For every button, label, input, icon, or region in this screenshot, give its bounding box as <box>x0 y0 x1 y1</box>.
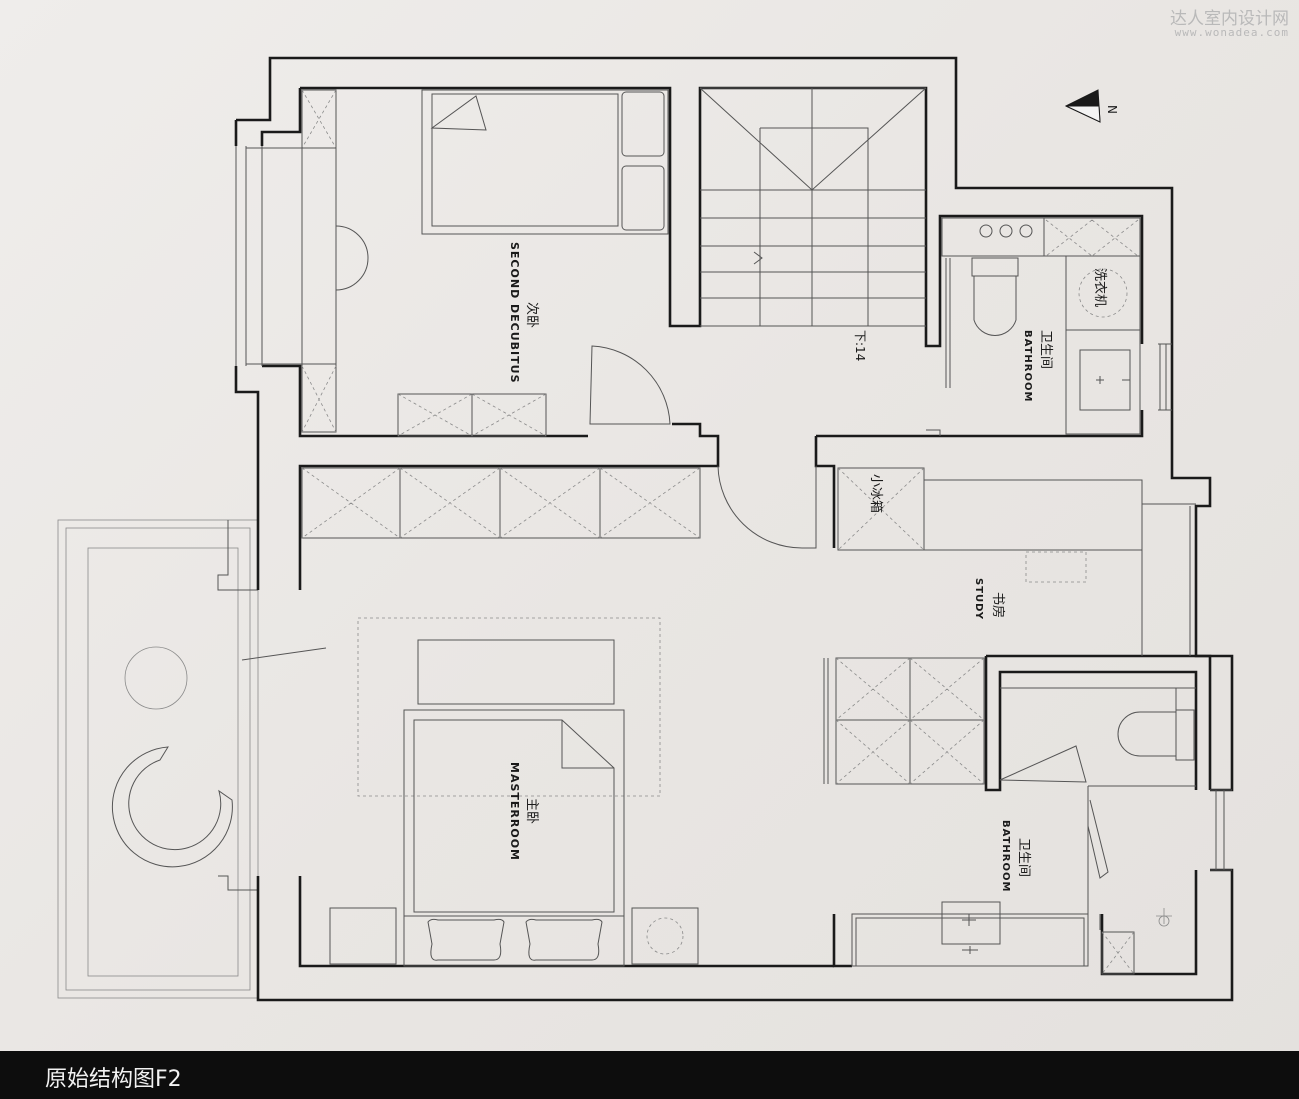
rug <box>357 617 661 797</box>
master-wardrobe <box>301 467 701 539</box>
second-bedroom-label-cn: 次卧 <box>524 302 540 328</box>
second-bedroom-label-en: SECOND DECUBITUS <box>508 242 521 384</box>
pillow <box>525 918 603 961</box>
top-toilet-tank <box>971 257 1019 277</box>
balcony <box>57 519 327 999</box>
watermark-cn: 达人室内设计网 <box>1170 9 1289 29</box>
master-bedroom-label-en: MASTERROOM <box>508 762 521 861</box>
footer-title: 原始结构图F2 <box>45 1067 182 1092</box>
stove <box>941 217 1045 257</box>
master-bedroom-furniture <box>301 467 701 967</box>
mini-fridge-label: 小冰箱 <box>868 474 884 513</box>
vanity <box>851 913 1089 967</box>
nightstand <box>329 907 397 965</box>
compass-label: N <box>1105 105 1119 114</box>
bottom-sink <box>941 901 1001 945</box>
mini-fridge-box <box>837 467 925 551</box>
pillow <box>621 165 665 231</box>
bottom-bathroom-label-cn: 卫生间 <box>1016 838 1031 877</box>
nightstand <box>631 907 699 965</box>
bench <box>417 639 615 705</box>
north-arrow-icon: N <box>1064 89 1119 123</box>
stairs-label: 下:14 <box>853 330 867 361</box>
master-bedroom-label-cn: 主卧 <box>524 798 539 824</box>
shower-door <box>999 745 1087 783</box>
study-label-en: STUDY <box>973 578 984 620</box>
study-furniture <box>717 465 1196 785</box>
floor-plan: N 次卧 SECOND DECUBITUS 卫生间 BATHROOM 洗衣机 小… <box>57 56 1234 1002</box>
top-toilet <box>973 276 1017 336</box>
top-bathroom-fixtures <box>926 217 1141 436</box>
study-chair <box>1025 551 1087 583</box>
door-swing <box>717 465 817 549</box>
bed-master <box>403 709 625 967</box>
bottom-toilet-tank <box>1175 709 1195 761</box>
top-bathroom-label-en: BATHROOM <box>1022 330 1033 402</box>
pillow <box>427 918 505 961</box>
pillow <box>621 91 665 157</box>
top-bathroom-label-cn: 卫生间 <box>1038 330 1053 369</box>
bed-second <box>421 89 669 235</box>
bottom-bathroom-fixtures <box>851 687 1196 975</box>
staircase <box>589 87 927 425</box>
washing-machine-label: 洗衣机 <box>1092 268 1108 307</box>
study-label-cn: 书房 <box>990 592 1006 618</box>
bottom-toilet <box>1117 711 1176 757</box>
second-bedroom-furniture <box>245 89 669 437</box>
walls <box>234 56 1234 1002</box>
bottom-bathroom-label-en: BATHROOM <box>1000 820 1011 892</box>
balcony-round-table <box>124 646 188 710</box>
door-swing <box>589 345 671 425</box>
watermark-url: www.wonadea.com <box>1174 26 1289 39</box>
footer-bar: 原始结构图F2 <box>0 1051 1299 1099</box>
balcony-round-chair <box>111 746 233 868</box>
room-labels: 次卧 SECOND DECUBITUS 卫生间 BATHROOM 洗衣机 小冰箱… <box>508 242 1108 892</box>
desk <box>245 147 337 365</box>
chair <box>335 225 369 291</box>
